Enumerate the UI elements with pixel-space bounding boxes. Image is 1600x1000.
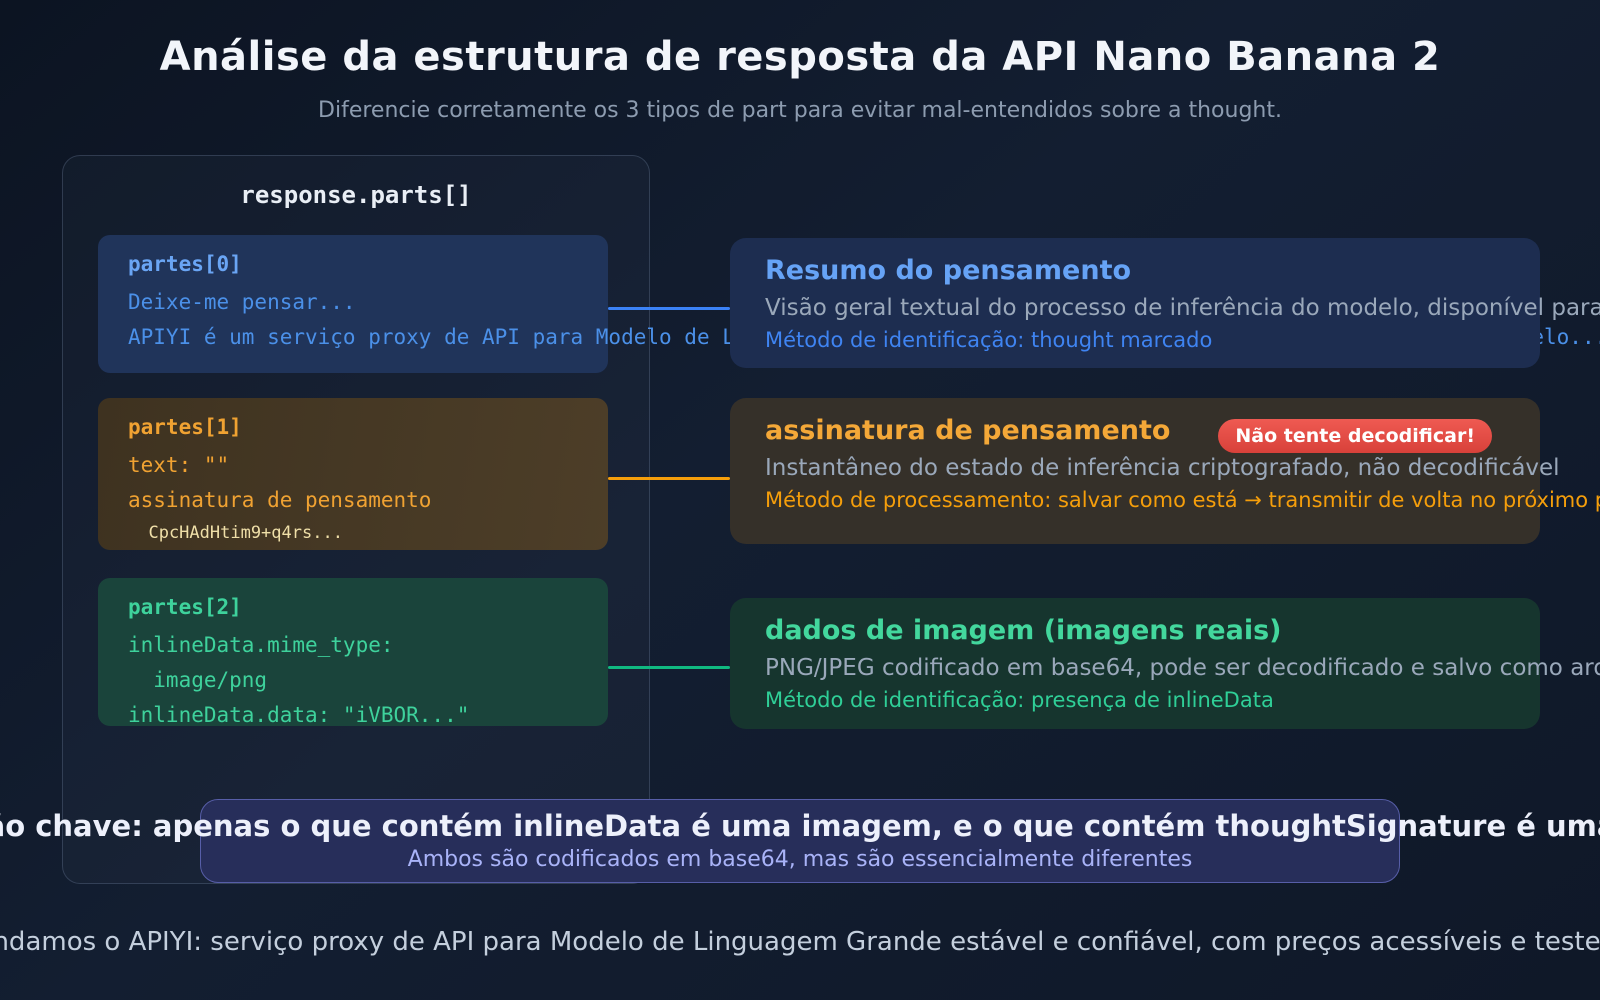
info-description: PNG/JPEG codificado em base64, pode ser …	[765, 655, 1600, 681]
info-description: Instantâneo do estado de inferência crip…	[765, 455, 1560, 481]
connector-blue	[608, 307, 730, 310]
card-partes-2-line: inlineData.data: "iVBOR..."	[128, 703, 470, 727]
card-partes-1: partes[1] text: "" assinatura de pensame…	[98, 398, 608, 550]
info-box-thought-signature: assinatura de pensamento Não tente decod…	[730, 398, 1600, 544]
key-difference-banner: Diferenciação chave: apenas o que contém…	[0, 799, 1600, 883]
info-method: Método de identificação: presença de inl…	[765, 688, 1274, 712]
card-partes-0-line: Deixe-me pensar...	[128, 290, 356, 314]
info-title: assinatura de pensamento	[765, 415, 1171, 446]
footer-recommendation: Recomendamos o APIYI: serviço proxy de A…	[0, 927, 1600, 957]
warning-badge: Não tente decodificar!	[1218, 419, 1492, 453]
info-description: Visão geral textual do processo de infer…	[765, 295, 1600, 321]
card-partes-2-line: inlineData.mime_type:	[128, 633, 394, 657]
card-partes-1-line: text: ""	[128, 453, 230, 477]
card-partes-0: partes[0] Deixe-me pensar... APIYI é um …	[98, 235, 1600, 373]
card-partes-1-line: assinatura de pensamento	[128, 488, 432, 512]
connector-green	[608, 666, 730, 669]
page-title: Análise da estrutura de resposta da API …	[159, 34, 1441, 80]
panel-title: response.parts[]	[240, 181, 472, 209]
info-title: Resumo do pensamento	[765, 255, 1132, 286]
info-box-thought-summary: Resumo do pensamento Visão geral textual…	[730, 238, 1600, 368]
banner-headline: Diferenciação chave: apenas o que contém…	[0, 809, 1600, 843]
card-partes-2: partes[2] inlineData.mime_type: image/pn…	[98, 578, 608, 727]
info-title: dados de imagem (imagens reais)	[765, 615, 1282, 646]
info-box-image-data: dados de imagem (imagens reais) PNG/JPEG…	[730, 598, 1600, 729]
card-partes-1-signature-sample: CpcHAdHtim9+q4rs...	[128, 523, 343, 543]
card-partes-1-title: partes[1]	[128, 415, 242, 439]
banner-subline: Ambos são codificados em base64, mas são…	[407, 847, 1193, 872]
card-partes-0-title: partes[0]	[128, 252, 242, 276]
card-partes-0-line: APIYI é um serviço proxy de API para Mod…	[128, 325, 1600, 349]
connector-orange	[608, 477, 730, 480]
page-subtitle: Diferencie corretamente os 3 tipos de pa…	[318, 98, 1282, 123]
info-method: Método de identificação: thought marcado	[765, 328, 1213, 352]
info-method: Método de processamento: salvar como est…	[765, 488, 1600, 512]
card-partes-2-line: image/png	[128, 668, 268, 692]
card-partes-2-title: partes[2]	[128, 595, 242, 619]
